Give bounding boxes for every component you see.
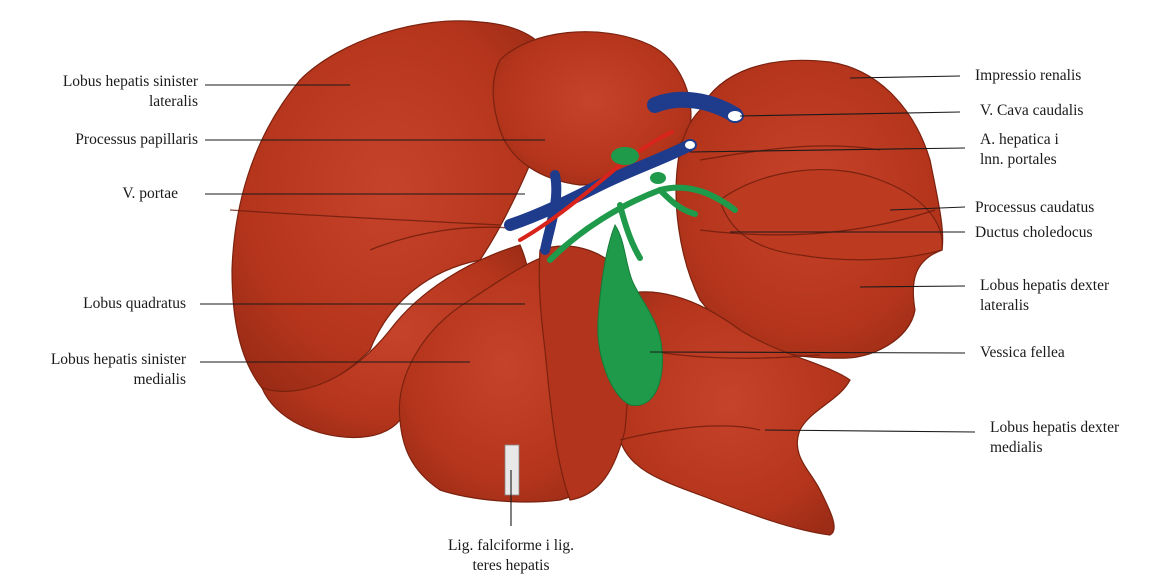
label-a-hepatica: A. hepatica i lnn. portales bbox=[980, 130, 1059, 170]
label-line: Lobus quadratus bbox=[8, 294, 186, 314]
label-line: Impressio renalis bbox=[975, 66, 1081, 86]
label-lig-falciforme: Lig. falciforme i lig. teres hepatis bbox=[411, 536, 611, 576]
label-lobus-sinister-lateralis: Lobus hepatis sinister lateralis bbox=[8, 72, 198, 112]
label-line: Processus caudatus bbox=[975, 198, 1094, 218]
label-ductus-choledocus: Ductus choledocus bbox=[975, 223, 1093, 243]
label-processus-caudatus: Processus caudatus bbox=[975, 198, 1094, 218]
label-lobus-dexter-medialis: Lobus hepatis dexter medialis bbox=[990, 418, 1119, 458]
label-impressio-renalis: Impressio renalis bbox=[975, 66, 1081, 86]
label-line: medialis bbox=[4, 370, 186, 390]
label-line: V. Cava caudalis bbox=[980, 101, 1083, 121]
label-v-cava-caudalis: V. Cava caudalis bbox=[980, 101, 1083, 121]
label-line: lateralis bbox=[8, 92, 198, 112]
label-line: Vessica fellea bbox=[980, 343, 1065, 363]
vena-portae-opening bbox=[684, 140, 696, 150]
lig-falciforme-stub bbox=[505, 445, 519, 495]
label-line: medialis bbox=[990, 438, 1119, 458]
label-line: lnn. portales bbox=[980, 150, 1059, 170]
label-processus-papillaris: Processus papillaris bbox=[8, 130, 198, 150]
label-lobus-dexter-lateralis: Lobus hepatis dexter lateralis bbox=[980, 276, 1109, 316]
label-line: teres hepatis bbox=[411, 556, 611, 576]
label-v-portae: V. portae bbox=[8, 184, 178, 204]
label-vessica-fellea: Vessica fellea bbox=[980, 343, 1065, 363]
label-line: Lobus hepatis dexter bbox=[990, 418, 1119, 438]
label-line: A. hepatica i bbox=[980, 130, 1059, 150]
label-line: Processus papillaris bbox=[8, 130, 198, 150]
lnn-portales-node-small bbox=[650, 172, 666, 184]
label-line: Lobus hepatis sinister bbox=[4, 350, 186, 370]
label-line: Ductus choledocus bbox=[975, 223, 1093, 243]
lnn-portales-node bbox=[611, 147, 639, 165]
label-line: Lig. falciforme i lig. bbox=[411, 536, 611, 556]
label-line: Lobus hepatis sinister bbox=[8, 72, 198, 92]
label-line: lateralis bbox=[980, 296, 1109, 316]
label-line: V. portae bbox=[8, 184, 178, 204]
label-lobus-sinister-medialis: Lobus hepatis sinister medialis bbox=[4, 350, 186, 390]
label-lobus-quadratus: Lobus quadratus bbox=[8, 294, 186, 314]
label-line: Lobus hepatis dexter bbox=[980, 276, 1109, 296]
